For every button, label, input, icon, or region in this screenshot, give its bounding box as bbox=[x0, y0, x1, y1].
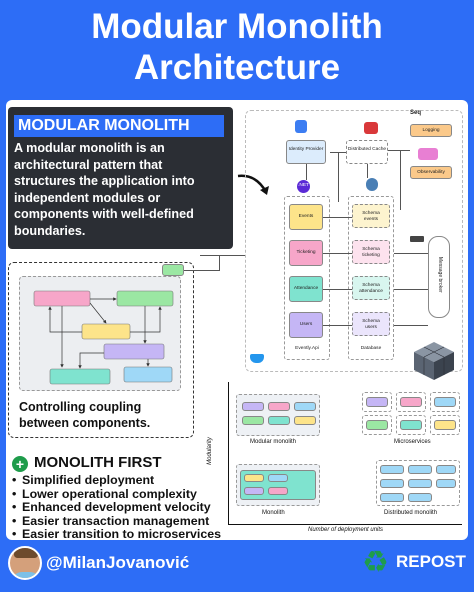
y-axis-label: Modularity bbox=[206, 437, 213, 465]
telemetry-icon bbox=[418, 148, 438, 160]
schema-events: Schema events bbox=[352, 204, 390, 228]
distributed-monolith-box bbox=[376, 460, 460, 506]
coupling-diagram bbox=[19, 276, 181, 391]
coupling-graph bbox=[33, 290, 174, 385]
x-axis-label: Number of deployment units bbox=[308, 527, 384, 533]
distributed-monolith-label: Distributed monolith bbox=[384, 510, 438, 516]
identity-icon bbox=[295, 120, 307, 133]
monolith-first-title: MONOLITH FIRST bbox=[34, 454, 162, 471]
list-item: Enhanced development velocity bbox=[12, 501, 221, 515]
modular-monolith-label: Modular monolith bbox=[250, 439, 297, 445]
architecture-panel bbox=[245, 110, 463, 372]
list-item: Simplified deployment bbox=[12, 473, 221, 488]
component-teal bbox=[49, 368, 111, 385]
host-container bbox=[284, 196, 330, 360]
module-users: Users bbox=[289, 312, 323, 338]
docker-icon bbox=[250, 354, 264, 363]
database-label: Database bbox=[360, 346, 382, 351]
component-blue bbox=[123, 366, 173, 383]
intro-heading: MODULAR MONOLITH bbox=[14, 115, 224, 137]
dotnet-icon: .NET bbox=[297, 180, 310, 193]
x-axis bbox=[228, 524, 462, 525]
schema-ticketing: Schema ticketing bbox=[352, 240, 390, 264]
intro-text: A modular monolith is an architectural p… bbox=[14, 141, 195, 238]
monolith-label: Monolith bbox=[262, 510, 285, 516]
identity-provider: Identity Provider bbox=[286, 140, 326, 164]
component-yellow bbox=[81, 323, 131, 340]
message-broker bbox=[428, 236, 450, 318]
modular-monolith-box bbox=[236, 394, 320, 436]
component-purple bbox=[103, 343, 165, 360]
microservices-label: Microservices bbox=[394, 439, 431, 445]
schema-attendance: Schema attendance bbox=[352, 276, 390, 300]
module-connector bbox=[162, 264, 184, 276]
seq-label: Seq bbox=[410, 110, 422, 116]
curved-arrow-icon bbox=[237, 174, 269, 195]
module-events: Events bbox=[289, 204, 323, 230]
module-attendance: Attendance bbox=[289, 276, 323, 302]
database-container bbox=[348, 196, 394, 360]
cube-icon bbox=[414, 342, 454, 380]
component-green bbox=[116, 290, 174, 307]
recycle-icon: ♻ bbox=[362, 546, 389, 579]
postgres-icon bbox=[366, 178, 378, 191]
coupling-caption: Controlling coupling between components. bbox=[19, 400, 151, 430]
list-item: Easier transaction management bbox=[12, 514, 221, 529]
plus-icon: + bbox=[12, 456, 28, 472]
host-label: Evently.Api bbox=[295, 346, 319, 351]
list-item: Easier transition to microservices bbox=[12, 528, 221, 542]
page-title: Modular Monolith Architecture bbox=[91, 7, 383, 87]
observability-box: Observability bbox=[410, 166, 452, 179]
y-axis bbox=[228, 382, 229, 524]
repost-label: REPOST bbox=[396, 552, 466, 571]
avatar bbox=[8, 546, 42, 580]
author-handle: @MilanJovanović bbox=[46, 553, 190, 572]
list-item: Lower operational complexity bbox=[12, 487, 221, 502]
distributed-cache: Distributed Cache bbox=[346, 140, 388, 164]
monolith-first-list: Simplified deployment Lower operational … bbox=[12, 473, 221, 542]
schema-users: Schema users bbox=[352, 312, 390, 336]
logging-box: Logging bbox=[410, 124, 452, 137]
broker-icon bbox=[410, 236, 424, 242]
broker-label: Message broker bbox=[436, 256, 443, 293]
component-pink bbox=[33, 290, 91, 307]
module-ticketing: Ticketing bbox=[289, 240, 323, 266]
redis-icon bbox=[364, 122, 378, 134]
